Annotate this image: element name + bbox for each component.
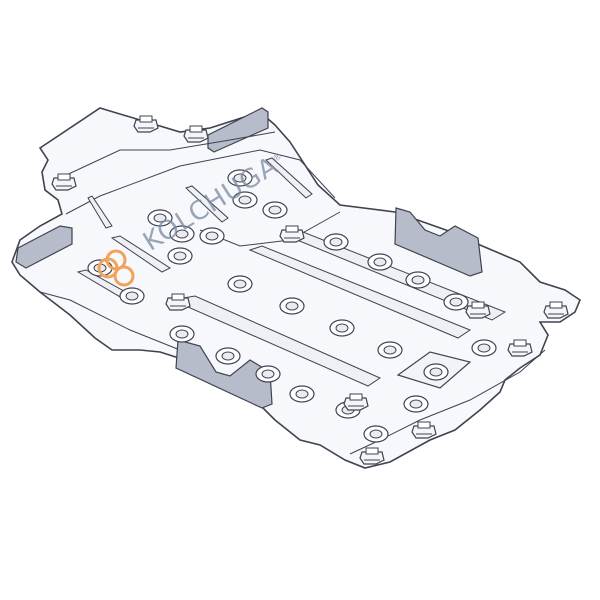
front-left-flange xyxy=(15,225,73,269)
left-side-bracket xyxy=(175,339,273,409)
plate-body xyxy=(11,107,581,469)
right-side-bracket xyxy=(394,207,483,277)
watermark-logo-icon xyxy=(97,249,135,287)
